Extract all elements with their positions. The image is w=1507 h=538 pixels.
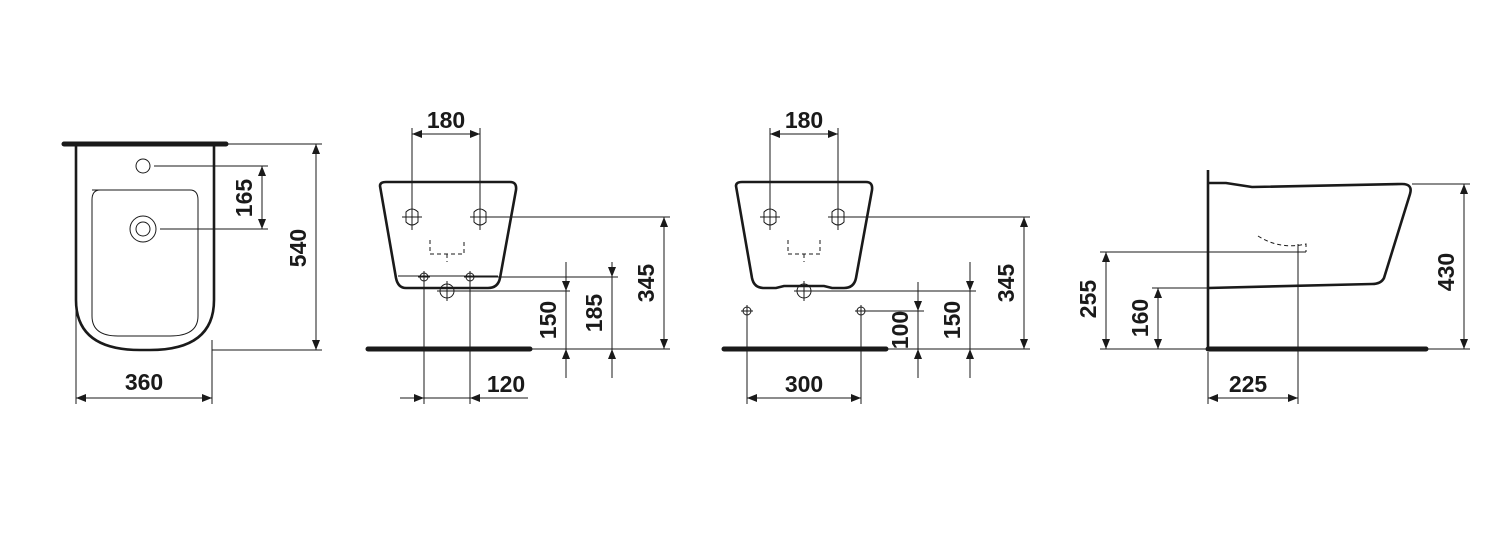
- top-b-outlet-150-dimension: 150: [939, 301, 965, 339]
- top-b-spacing-dimension: 300: [785, 371, 823, 397]
- top-b-outlet-100-dimension: 100: [887, 311, 913, 349]
- side-outlet-255-dimension: 255: [1075, 280, 1101, 319]
- top-a-offset-dimension: 120: [487, 371, 525, 397]
- top-view-b: [721, 128, 1030, 404]
- front-height-dimension: 540: [285, 229, 311, 267]
- top-a-bolt-spacing-dimension: 180: [427, 107, 465, 133]
- top-view-a: [365, 128, 670, 404]
- front-width-dimension: 360: [125, 369, 163, 395]
- top-b-bolt-spacing-dimension: 180: [785, 107, 823, 133]
- top-a-height-dimension: 345: [633, 264, 659, 303]
- side-depth-dimension: 225: [1229, 371, 1268, 397]
- front-tap-hole-dimension: 165: [231, 179, 257, 218]
- side-view: [1100, 170, 1470, 404]
- side-height-dimension: 430: [1433, 253, 1459, 291]
- side-outlet-160-dimension: 160: [1127, 299, 1153, 337]
- top-a-outlet-150-dimension: 150: [535, 301, 561, 339]
- front-view: [61, 141, 322, 404]
- top-b-height-dimension: 345: [993, 264, 1019, 303]
- top-a-outlet-185-dimension: 185: [581, 294, 607, 333]
